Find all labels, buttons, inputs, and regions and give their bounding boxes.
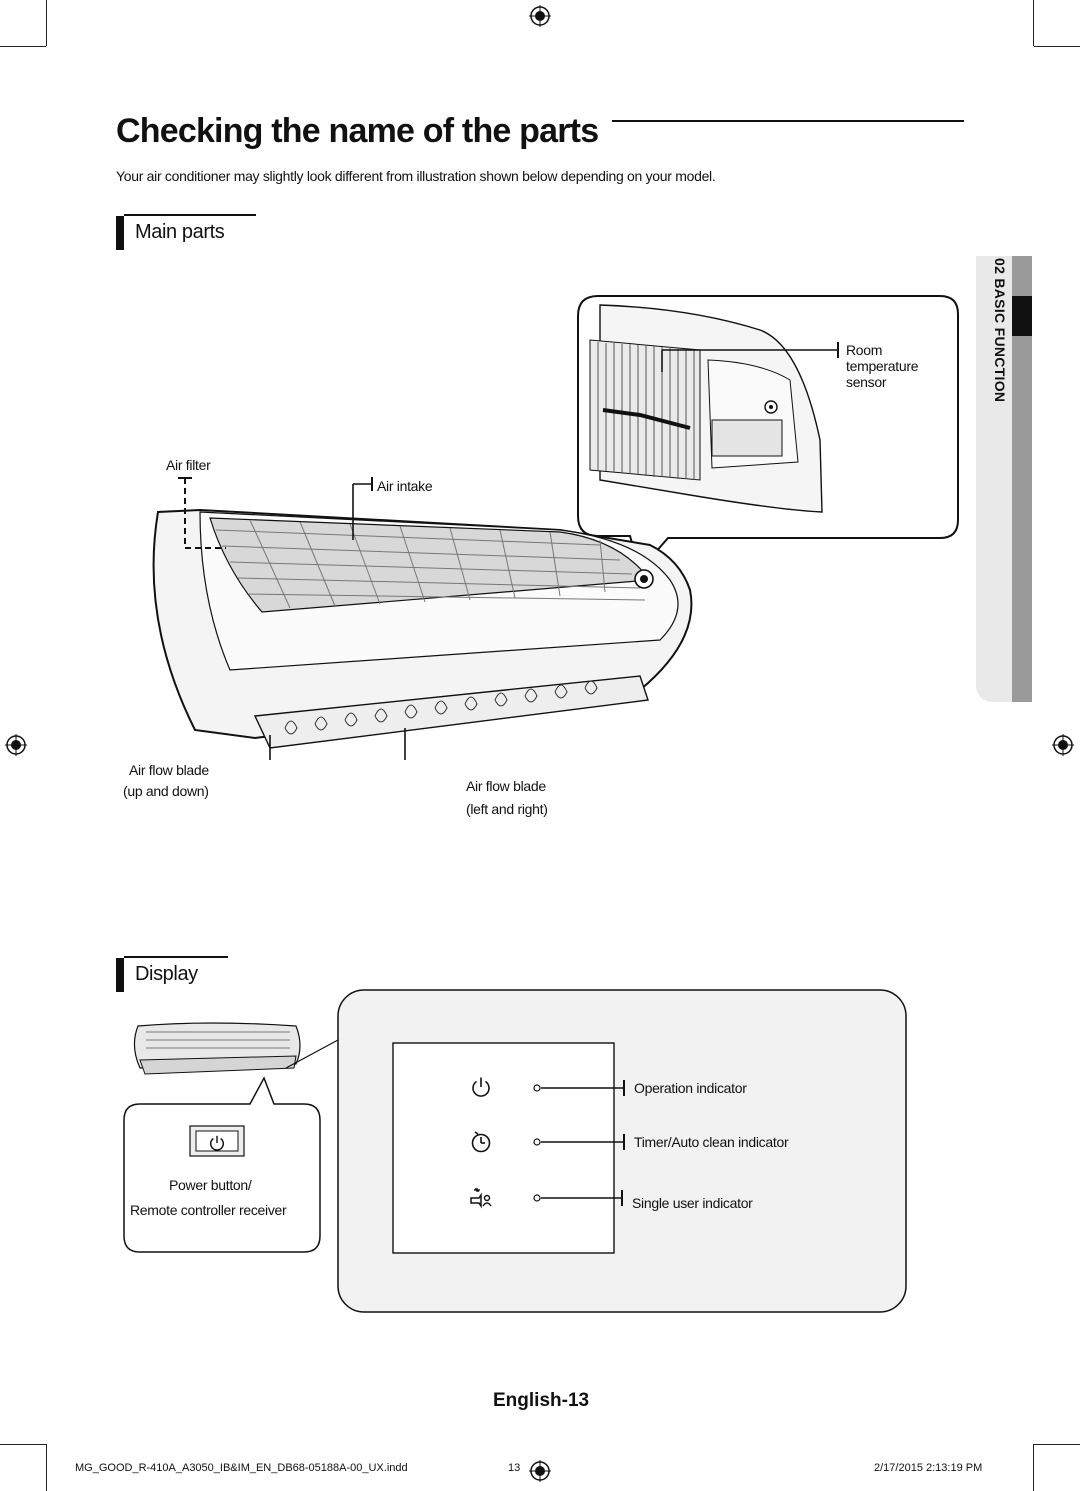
crop-mark xyxy=(1033,1444,1034,1491)
crop-mark xyxy=(0,46,46,47)
power-icon xyxy=(209,1135,225,1151)
label-operation-indicator: Operation indicator xyxy=(634,1080,747,1096)
label-air-flow-blade-lr-note: (left and right) xyxy=(466,801,548,817)
air-conditioner-illustration xyxy=(152,295,959,760)
crop-mark xyxy=(46,1444,47,1491)
chapter-tab-marker xyxy=(1012,296,1032,336)
footer-date: 2/17/2015 2:13:19 PM xyxy=(874,1462,983,1474)
label-timer-indicator: Timer/Auto clean indicator xyxy=(634,1134,789,1150)
crop-mark xyxy=(0,1444,46,1445)
crop-mark xyxy=(46,0,47,46)
registration-mark-icon xyxy=(5,734,27,756)
registration-mark-icon xyxy=(529,5,551,27)
display-illustration xyxy=(123,989,907,1313)
label-air-flow-blade-ud: Air flow blade xyxy=(129,762,209,778)
crop-mark xyxy=(1034,1444,1080,1445)
label-air-flow-blade-lr: Air flow blade xyxy=(466,778,546,794)
timer-icon xyxy=(471,1131,491,1153)
section-marker xyxy=(116,216,124,250)
label-air-intake: Air intake xyxy=(377,478,433,494)
section-marker xyxy=(116,958,124,992)
registration-mark-icon xyxy=(1052,734,1074,756)
crop-mark xyxy=(1034,46,1080,47)
label-air-filter: Air filter xyxy=(166,457,211,473)
footer-page-number: 13 xyxy=(508,1462,521,1474)
chapter-tab-label: 02 BASIC FUNCTION xyxy=(992,258,1008,403)
section-rule xyxy=(124,956,228,958)
single-user-icon xyxy=(470,1188,492,1209)
label-room-temperature-sensor: Room temperature sensor xyxy=(846,342,919,390)
section-rule xyxy=(124,214,256,216)
crop-mark xyxy=(1033,0,1034,46)
page-number: English-13 xyxy=(493,1390,590,1411)
label-single-user-indicator: Single user indicator xyxy=(632,1195,753,1211)
label-power-button: Power button/ xyxy=(169,1177,252,1193)
registration-mark-icon xyxy=(529,1460,551,1482)
section-heading-display: Display xyxy=(135,963,198,985)
chapter-tab xyxy=(976,256,1012,702)
footer-file-name: MG_GOOD_R-410A_A3050_IB&IM_EN_DB68-05188… xyxy=(75,1462,408,1474)
page-title: Checking the name of the parts xyxy=(116,112,599,150)
title-rule xyxy=(612,120,964,122)
label-remote-receiver: Remote controller receiver xyxy=(130,1202,287,1218)
section-heading-main-parts: Main parts xyxy=(135,221,225,243)
power-icon xyxy=(472,1077,490,1097)
intro-text: Your air conditioner may slightly look d… xyxy=(116,168,716,184)
chapter-tab-strip xyxy=(1012,256,1032,702)
label-air-flow-blade-ud-note: (up and down) xyxy=(123,783,209,799)
